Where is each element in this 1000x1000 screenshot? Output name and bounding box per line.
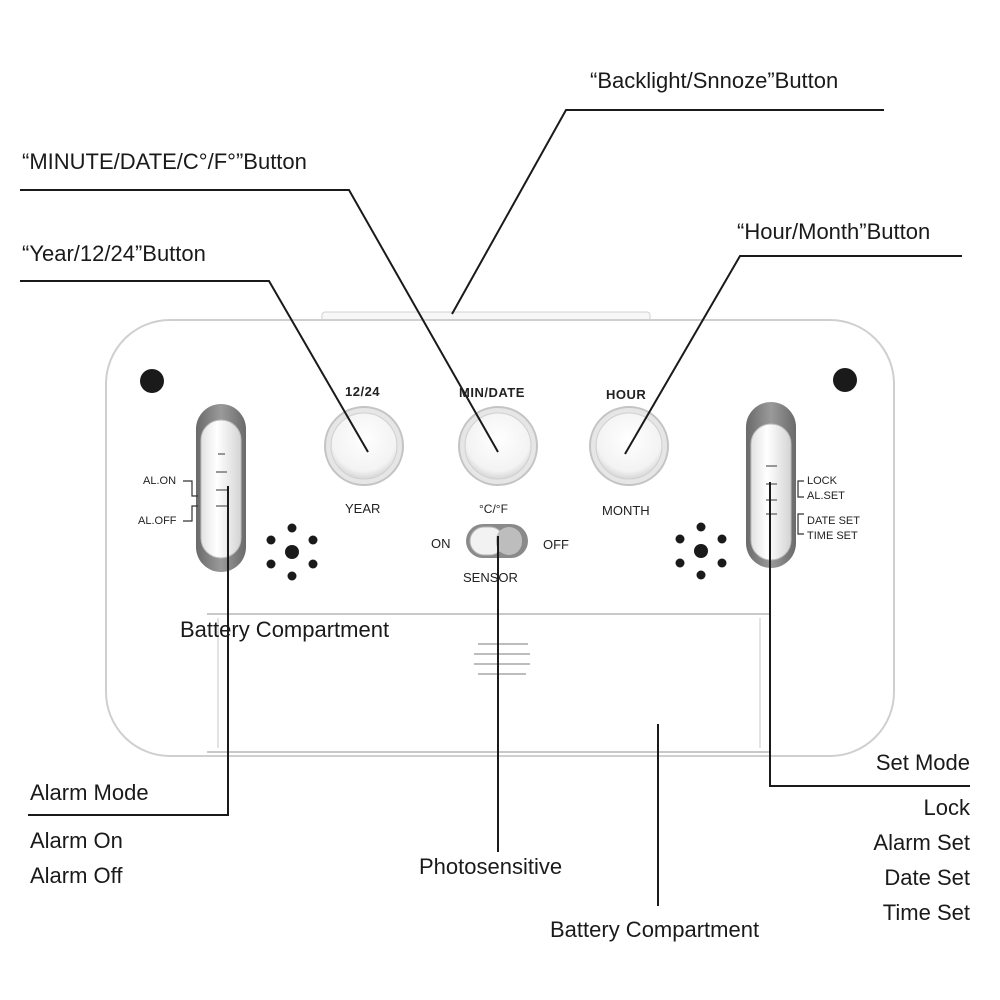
label-time-set: Time Set xyxy=(882,900,970,925)
label-backlight-snooze: “Backlight/Snnoze”Button xyxy=(590,68,839,93)
leader-backlight xyxy=(451,109,884,315)
device-label-year: YEAR xyxy=(345,501,381,516)
min-date-button[interactable] xyxy=(458,406,538,486)
speaker-grille-right xyxy=(675,522,727,580)
set-mode-bracket xyxy=(797,480,804,535)
alarm-mode-slider[interactable] xyxy=(200,419,242,559)
device-label-hour: HOUR xyxy=(606,387,647,402)
label-battery-compartment-inner: Battery Compartment xyxy=(180,617,390,642)
label-alarm-on: Alarm On xyxy=(30,828,123,853)
label-alarm-off: Alarm Off xyxy=(30,863,123,888)
label-lock: Lock xyxy=(923,795,970,820)
leader-minute-date xyxy=(20,189,499,453)
device-label-celsius-fahrenheit: °C/°F xyxy=(479,502,508,516)
device-label-sensor: SENSOR xyxy=(463,570,518,585)
leader-year xyxy=(20,280,369,453)
device-label-time-set: TIME SET xyxy=(807,530,858,542)
leader-alarm-mode xyxy=(28,486,229,816)
battery-latch-grip[interactable] xyxy=(474,643,530,675)
label-year-1224: “Year/12/24”Button xyxy=(22,241,206,266)
device-label-al-off: AL.OFF xyxy=(138,515,177,527)
device-label-month: MONTH xyxy=(602,503,650,518)
leader-lines xyxy=(20,109,970,906)
mount-hole-left xyxy=(140,369,164,393)
label-alarm-mode: Alarm Mode xyxy=(30,780,149,805)
device-label-min-date: MIN/DATE xyxy=(459,385,525,400)
label-alarm-set: Alarm Set xyxy=(873,830,970,855)
device-label-sensor-on: ON xyxy=(431,536,451,551)
leader-set-mode xyxy=(769,482,970,787)
label-hour-month: “Hour/Month”Button xyxy=(737,219,931,244)
label-battery-compartment-bottom: Battery Compartment xyxy=(550,917,760,942)
speaker-grille-left xyxy=(266,523,318,581)
label-date-set: Date Set xyxy=(884,865,970,890)
leader-hour xyxy=(624,255,962,455)
mount-hole-right xyxy=(833,368,857,392)
device-label-sensor-off: OFF xyxy=(543,537,569,552)
label-photosensitive: Photosensitive xyxy=(419,854,563,879)
label-set-mode: Set Mode xyxy=(875,750,970,775)
label-minute-date: “MINUTE/DATE/C°/F°”Button xyxy=(22,149,307,174)
device-label-1224: 12/24 xyxy=(345,384,381,399)
device-label-al-on: AL.ON xyxy=(143,475,177,487)
device-label-date-set: DATE SET xyxy=(807,515,860,527)
alarm-bracket xyxy=(183,480,198,522)
device-label-al-set: AL.SET xyxy=(807,490,845,502)
device-label-lock: LOCK xyxy=(807,475,837,487)
